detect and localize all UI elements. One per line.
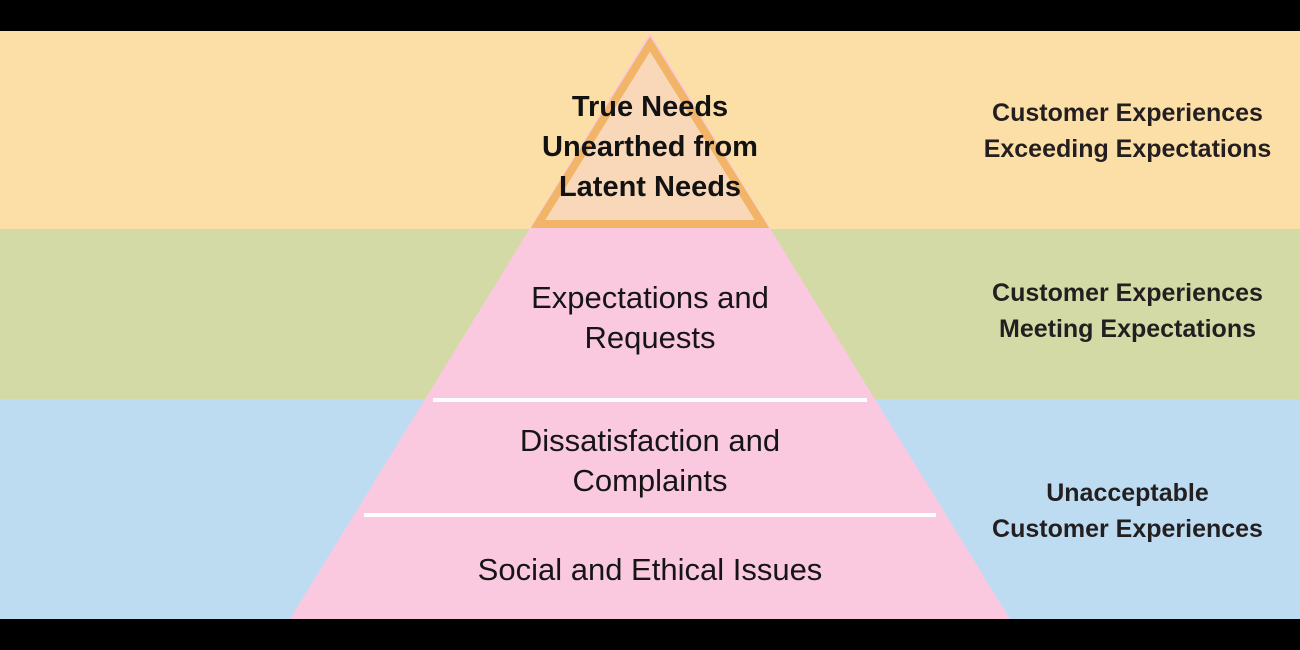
pyramid-apex-triangle bbox=[530, 36, 770, 228]
apex-label: True Needs Unearthed from Latent Needs bbox=[542, 91, 758, 203]
pyramid-body bbox=[290, 33, 1010, 619]
level-label-expectations-requests: Expectations and Requests bbox=[531, 280, 769, 355]
band-label-unacceptable: Unacceptable Customer Experiences bbox=[992, 479, 1263, 543]
divider-line-upper bbox=[433, 398, 867, 402]
band-label-exceeding-expectations: Customer Experiences Exceeding Expectati… bbox=[983, 99, 1272, 163]
level-label-dissatisfaction-complaints: Dissatisfaction and Complaints bbox=[519, 423, 781, 498]
divider-line-lower bbox=[364, 513, 936, 517]
band-label-meeting-expectations: Customer Experiences Meeting Expectation… bbox=[992, 279, 1263, 343]
level-label-social-ethical: Social and Ethical Issues bbox=[477, 552, 823, 587]
